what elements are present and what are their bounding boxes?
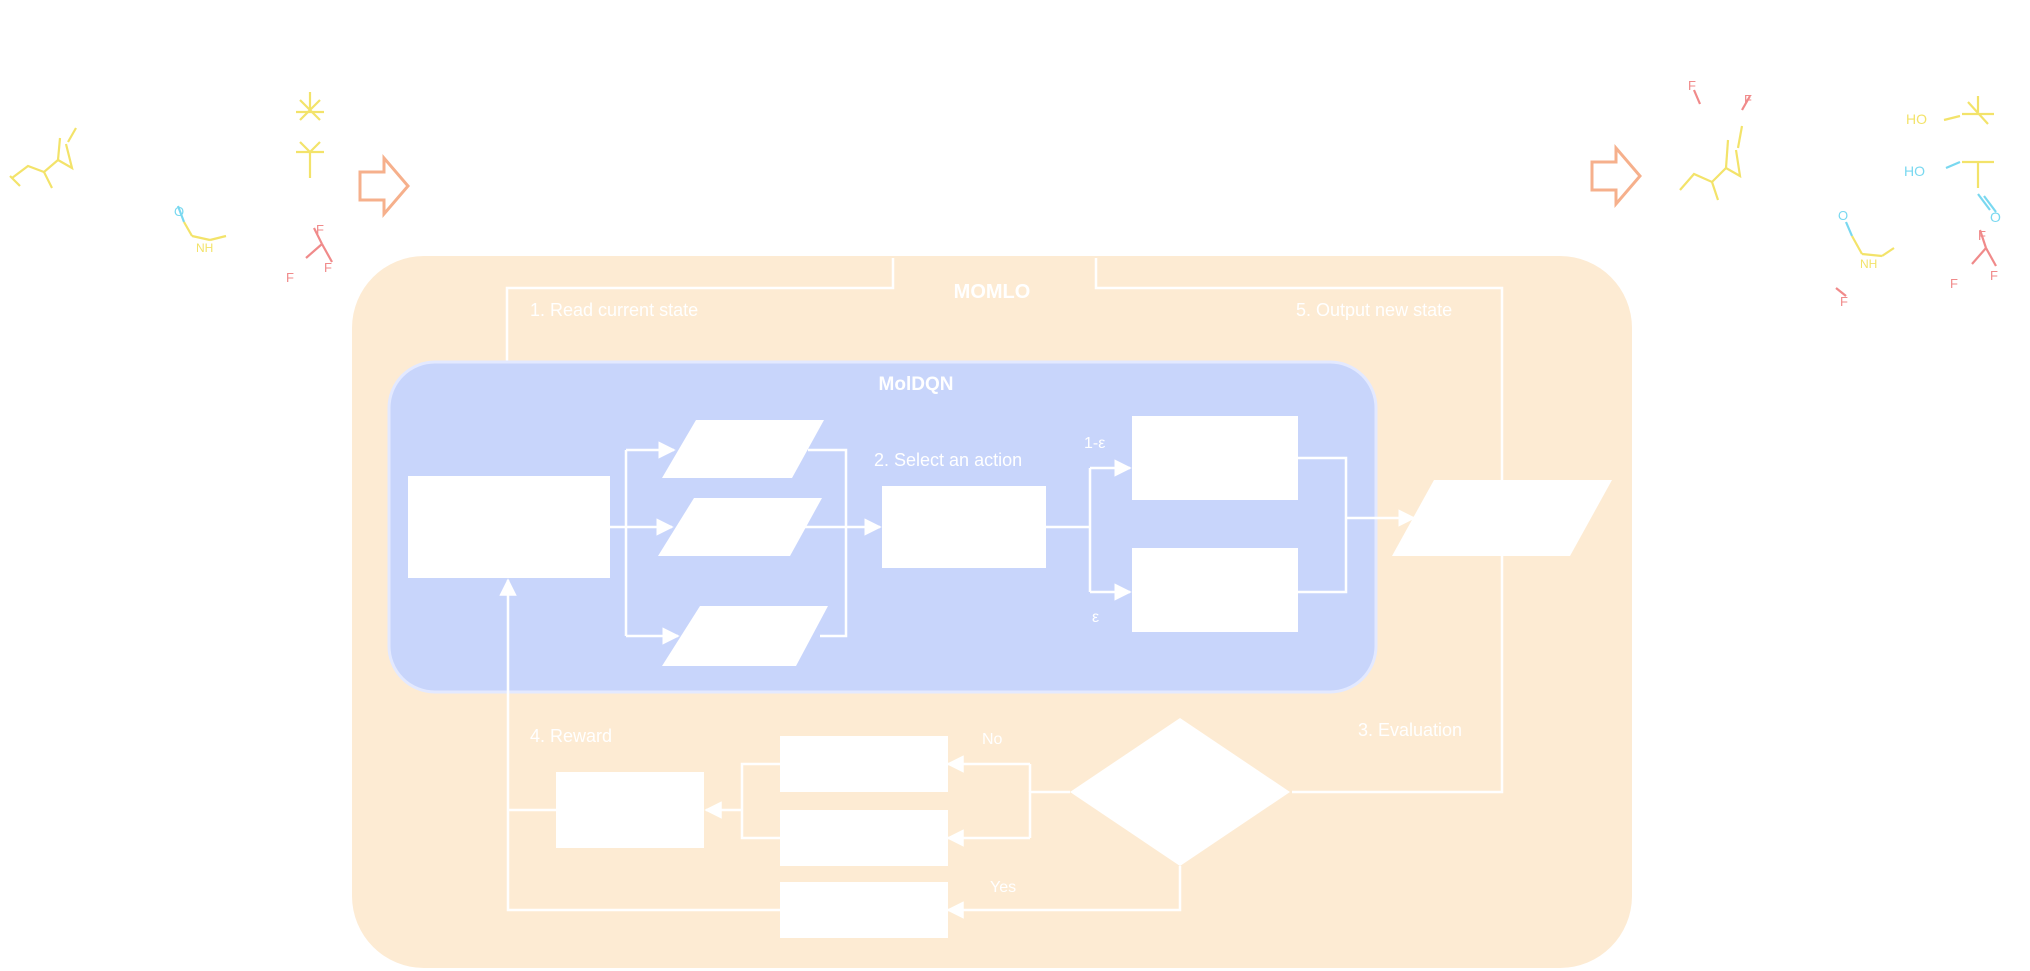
atom-label-f: F (1950, 276, 1958, 291)
step-reward: 4. Reward (530, 726, 612, 746)
greedy-action-box (1132, 416, 1298, 500)
output-molecule-1: F F (1679, 78, 1752, 201)
atom-label-f: F (316, 222, 324, 237)
atom-label-nh: NH (196, 241, 213, 255)
current-state-box (408, 476, 610, 578)
evaluation-decision-diamond (1070, 718, 1290, 866)
output-molecules: F F HO HO O O NH F (1590, 78, 2001, 309)
input-molecules: O NH F F F (9, 92, 333, 285)
new-state-output (1392, 480, 1612, 556)
action-candidate-2 (658, 498, 822, 556)
atom-label-f: F (1744, 92, 1752, 107)
atom-label-f: F (286, 270, 294, 285)
outer-title: MOMLO (954, 281, 1031, 303)
branch-label-yes: Yes (990, 879, 1016, 896)
branch-label-no: No (982, 731, 1003, 748)
atom-label-nh: NH (1860, 257, 1877, 271)
step-read-state: 1. Read current state (530, 300, 698, 320)
reward-box-3 (780, 882, 948, 938)
output-molecule-4: F F F (1950, 228, 1998, 291)
atom-label-f: F (1688, 78, 1696, 93)
output-molecule-2: HO HO O (1904, 96, 2001, 225)
input-molecule-2: O NH (174, 204, 227, 255)
hollow-right-arrow-icon (1590, 143, 1642, 209)
step-select-action: 2. Select an action (874, 450, 1022, 470)
atom-label-ho: HO (1904, 163, 1925, 179)
output-molecule-3: O NH F (1835, 208, 1895, 309)
action-fanout-lines (610, 441, 882, 645)
input-molecule-4: F F F (286, 222, 333, 285)
reward-aggregate-box (556, 772, 704, 848)
atom-label-f: F (1840, 294, 1848, 309)
reward-box-1 (780, 736, 948, 792)
hollow-right-arrow-icon (358, 153, 410, 219)
reward-flow-lines (499, 578, 1182, 919)
input-molecule-1 (9, 127, 77, 189)
atom-label-ho: HO (1906, 111, 1927, 127)
policy-branch-lines (1046, 456, 1416, 601)
atom-label-f: F (324, 260, 332, 275)
branch-label-lower: ε (1092, 609, 1099, 626)
atom-label-f: F (1990, 268, 1998, 283)
input-molecule-3 (296, 92, 324, 178)
atom-label-o: O (174, 204, 184, 219)
random-action-box (1132, 548, 1298, 632)
step-evaluation: 3. Evaluation (1358, 720, 1462, 740)
action-candidate-1 (662, 420, 824, 478)
step-output-state: 5. Output new state (1296, 300, 1452, 320)
atom-label-f: F (1978, 228, 1986, 243)
inner-title: MolDQN (879, 374, 954, 395)
atom-label-o: O (1990, 209, 2001, 225)
action-candidate-3 (662, 606, 828, 666)
reward-box-2 (780, 810, 948, 866)
atom-label-o: O (1838, 208, 1848, 223)
branch-label-upper: 1-ε (1084, 435, 1105, 452)
action-selection-box (882, 486, 1046, 568)
